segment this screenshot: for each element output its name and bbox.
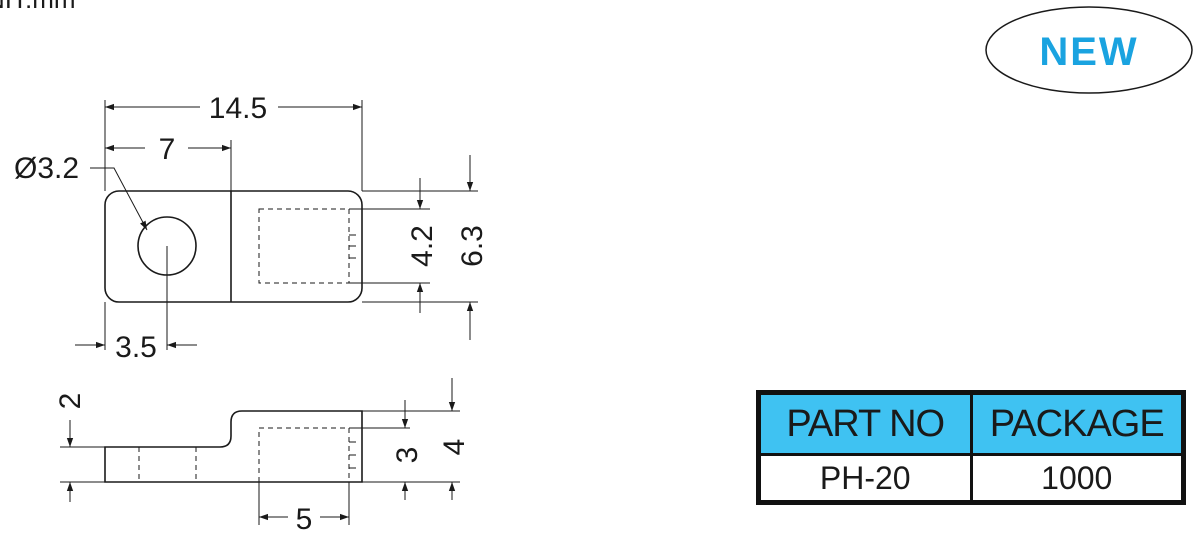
dim-inner-width: 4.2 <box>406 225 439 267</box>
hidden-slot-side <box>258 427 350 483</box>
dim-overall-width: 6.3 <box>456 225 489 267</box>
spec-table-header-row: PART NO PACKAGE <box>757 391 1185 456</box>
top-view: 14.5 7 Ø3.2 3.5 4.2 6.3 <box>14 92 489 364</box>
column-header-package: PACKAGE <box>969 391 1185 456</box>
leader-hole-diameter <box>90 167 148 231</box>
top-view-outline <box>104 190 363 303</box>
cell-package: 1000 <box>969 453 1185 504</box>
new-badge-label: NEW <box>1039 30 1138 74</box>
dim-hole-center: 3.5 <box>115 331 157 364</box>
dim-inner-height: 3 <box>391 447 424 464</box>
side-view-outline <box>104 410 363 483</box>
side-view: 2 3 4 5 <box>54 378 471 534</box>
column-header-part-no: PART NO <box>757 391 973 456</box>
dim-hole-diameter: Ø3.2 <box>14 152 79 185</box>
dim-thickness: 2 <box>54 393 87 410</box>
dim-overall-height: 4 <box>438 439 471 456</box>
new-badge: NEW <box>985 6 1193 94</box>
cell-part-no: PH-20 <box>757 453 973 504</box>
dim-overall-length: 14.5 <box>209 92 267 125</box>
spec-table: PART NO PACKAGE PH-20 1000 <box>756 390 1186 505</box>
table-row: PH-20 1000 <box>757 453 1185 504</box>
dim-hole-offset: 7 <box>159 133 176 166</box>
hidden-slot-top <box>258 208 350 284</box>
unit-label: NIT:mm <box>0 0 76 14</box>
new-badge-outline <box>985 6 1193 94</box>
dim-slot-length: 5 <box>296 503 313 534</box>
